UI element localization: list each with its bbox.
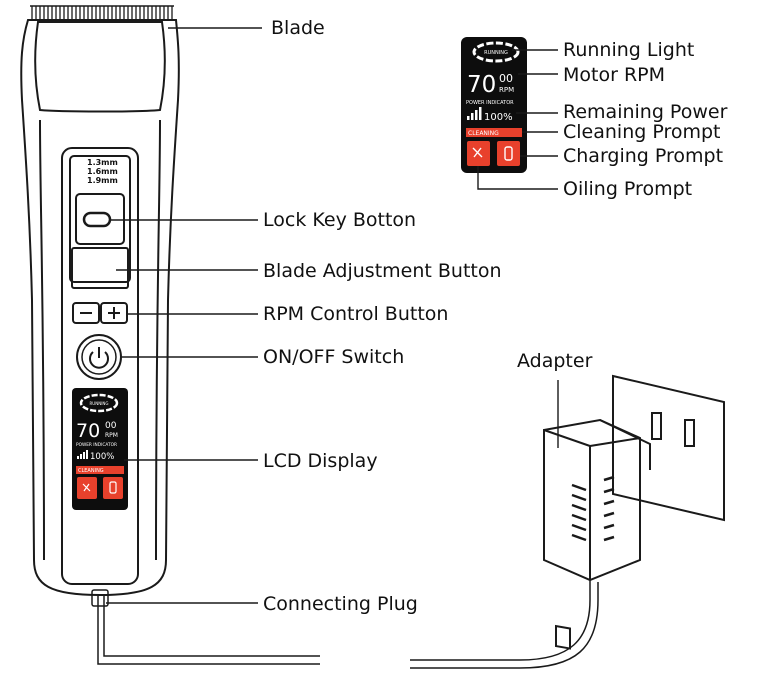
detail-rpm-small: 00 bbox=[499, 72, 513, 85]
label-lcd-display: LCD Display bbox=[263, 450, 378, 472]
label-rpm-control: RPM Control Button bbox=[263, 303, 449, 325]
blade-adjustment-slider bbox=[71, 247, 129, 289]
label-remaining-power: Remaining Power bbox=[563, 101, 728, 123]
label-running-light: Running Light bbox=[563, 39, 695, 61]
adapter-vents bbox=[571, 475, 615, 542]
label-blade-adjustment: Blade Adjustment Button bbox=[263, 260, 502, 282]
label-connecting-plug: Connecting Plug bbox=[263, 593, 418, 615]
blade-housing bbox=[34, 21, 166, 113]
label-adapter: Adapter bbox=[517, 350, 593, 372]
lock-key-slider bbox=[75, 193, 125, 245]
detail-rpm-unit: RPM bbox=[499, 86, 514, 94]
lcd-power-indicator-text: POWER INDICATOR bbox=[76, 442, 117, 448]
lcd-rpm-unit: RPM bbox=[105, 432, 118, 439]
detail-cleaning-text: CLEANING bbox=[468, 130, 499, 137]
label-on-off: ON/OFF Switch bbox=[263, 346, 405, 368]
lcd-power-value: 100% bbox=[90, 452, 114, 462]
label-charging-prompt: Charging Prompt bbox=[563, 145, 724, 167]
detail-power-value: 100% bbox=[484, 112, 513, 123]
adapter-cord bbox=[410, 580, 599, 669]
clipper-outer-body bbox=[20, 19, 180, 597]
wall-socket bbox=[612, 374, 725, 522]
detail-rpm-digits: 70 bbox=[467, 72, 496, 98]
label-motor-rpm: Motor RPM bbox=[563, 64, 665, 86]
blade-guide-text-1: 1.3mm bbox=[87, 158, 118, 167]
lcd-signal-bars bbox=[77, 450, 88, 459]
rpm-plus-button bbox=[100, 302, 128, 324]
label-blade: Blade bbox=[271, 17, 325, 39]
lcd-running-text: RUNNING bbox=[90, 401, 109, 406]
blade-teeth bbox=[28, 5, 176, 21]
detail-signal-bars bbox=[467, 107, 482, 120]
detail-power-indicator-text: POWER INDICATOR bbox=[466, 100, 514, 106]
lcd-rpm-digits: 70 bbox=[76, 420, 100, 442]
rpm-minus-button bbox=[72, 302, 100, 324]
front-panel bbox=[61, 147, 139, 585]
clipper-lcd: RUNNING 70 00 RPM POWER INDICATOR 100% C… bbox=[72, 388, 128, 510]
label-lock-key: Lock Key Botton bbox=[263, 209, 417, 231]
lcd-rpm-small: 00 bbox=[105, 421, 117, 431]
lcd-cleaning-text: CLEANING bbox=[78, 468, 104, 474]
clipper bbox=[20, 5, 320, 665]
label-cleaning-prompt: Cleaning Prompt bbox=[563, 121, 721, 143]
detail-running-text: RUNNING bbox=[484, 50, 508, 56]
blade-guide-text-3: 1.9mm bbox=[87, 176, 118, 185]
detail-lcd: RUNNING 70 00 RPM POWER INDICATOR 100% C… bbox=[461, 37, 527, 173]
blade-guide-text-2: 1.6mm bbox=[87, 167, 118, 176]
label-oiling-prompt: Oiling Prompt bbox=[563, 178, 693, 200]
power-cord bbox=[97, 595, 320, 665]
adapter-illustration bbox=[410, 374, 725, 669]
callout-lines bbox=[106, 27, 559, 604]
